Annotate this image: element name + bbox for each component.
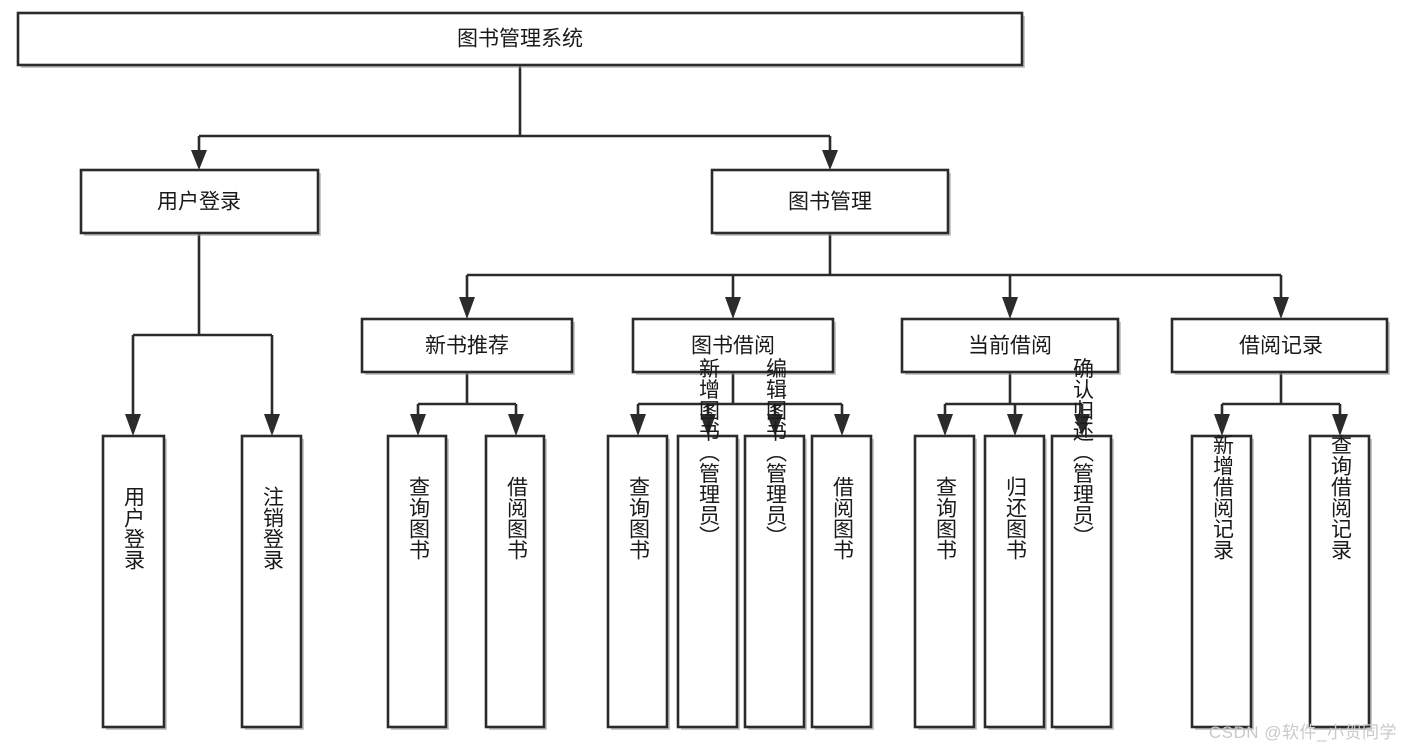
node-book-borrow-box[interactable] [631, 317, 835, 374]
node-leaf-return-book-label: 归还图书 [1004, 476, 1028, 560]
node-root-label: 图书管理系统 [457, 28, 583, 51]
node-leaf-query-book-2-label: 查询图书 [627, 476, 651, 560]
node-leaf-logout-login-label: 注销登录 [261, 486, 285, 570]
node-leaf-edit-book[interactable]: 编辑图书（管理员） [743, 358, 807, 731]
arrow-head-leaf-add-book [700, 414, 716, 436]
node-leaf-user-login[interactable]: 用户登录 [101, 434, 167, 730]
node-borrow-record-label: 借阅记录 [1239, 335, 1323, 358]
node-borrow-record-box[interactable] [1170, 317, 1389, 374]
node-borrow-record[interactable]: 借阅记录 [1170, 317, 1390, 375]
node-leaf-user-login-box[interactable] [101, 434, 166, 729]
node-book-manage[interactable]: 图书管理 [710, 168, 951, 236]
node-leaf-query-book-3[interactable]: 查询图书 [913, 434, 977, 730]
arrow-head-book-borrow [725, 297, 741, 319]
node-user-login-box[interactable] [79, 168, 320, 235]
node-new-book-recommend-box[interactable] [360, 317, 574, 374]
node-leaf-query-book-3-box[interactable] [913, 434, 976, 729]
node-leaf-query-record-box[interactable] [1308, 434, 1371, 729]
node-user-login-label: 用户登录 [157, 191, 241, 214]
arrow-head-leaf-user-login [125, 414, 141, 436]
node-current-borrow-box[interactable] [900, 317, 1120, 374]
node-book-borrow-label: 图书借阅 [691, 335, 775, 358]
node-leaf-query-book-1[interactable]: 查询图书 [386, 434, 449, 730]
node-leaf-logout-login-box[interactable] [240, 434, 303, 729]
node-leaf-add-record-label: 新增借阅记录 [1211, 434, 1235, 560]
node-leaf-borrow-book-1[interactable]: 借阅图书 [484, 434, 547, 730]
arrow-head-borrow-record [1273, 297, 1289, 319]
arrow-head-leaf-add-record [1214, 414, 1230, 436]
node-leaf-return-book-box[interactable] [983, 434, 1046, 729]
node-leaf-query-book-2-box[interactable] [606, 434, 669, 729]
node-leaf-add-book-box[interactable] [676, 434, 739, 729]
node-leaf-query-book-1-box[interactable] [386, 434, 448, 729]
arrow-head-leaf-query-book-2 [630, 414, 646, 436]
arrow-head-leaf-borrow-book-1 [508, 414, 524, 436]
node-leaf-borrow-book-1-label: 借阅图书 [505, 476, 529, 560]
node-leaf-confirm-return-box[interactable] [1050, 434, 1113, 729]
node-leaf-confirm-return[interactable]: 确认归还（管理员） [1050, 358, 1114, 731]
node-leaf-query-record-label: 查询借阅记录 [1329, 434, 1353, 560]
node-leaf-add-record-box[interactable] [1190, 434, 1253, 729]
node-leaf-add-record[interactable]: 新增借阅记录 [1190, 434, 1254, 730]
edges-layer [125, 65, 1348, 436]
node-leaf-borrow-book-2-box[interactable] [810, 434, 873, 729]
node-leaf-add-book[interactable]: 新增图书（管理员） [676, 358, 740, 731]
node-current-borrow[interactable]: 当前借阅 [900, 317, 1121, 375]
node-new-book-recommend[interactable]: 新书推荐 [360, 317, 575, 375]
arrow-head-book-manage [822, 150, 838, 170]
node-leaf-edit-book-label: 编辑图书（管理员） [764, 358, 788, 547]
node-user-login[interactable]: 用户登录 [79, 168, 321, 236]
node-book-manage-box[interactable] [710, 168, 950, 235]
node-root[interactable]: 图书管理系统 [16, 11, 1025, 68]
node-leaf-add-book-label: 新增图书（管理员） [697, 358, 721, 547]
node-root-box[interactable] [16, 11, 1024, 67]
node-current-borrow-label: 当前借阅 [968, 335, 1052, 358]
arrow-head-leaf-confirm-return [1074, 414, 1090, 436]
arrow-head-leaf-query-book-3 [937, 414, 953, 436]
node-leaf-query-book-3-label: 查询图书 [934, 476, 958, 560]
node-book-borrow[interactable]: 图书借阅 [631, 317, 836, 375]
node-leaf-confirm-return-label: 确认归还（管理员） [1071, 358, 1095, 547]
arrow-head-leaf-edit-book [767, 414, 783, 436]
node-new-book-recommend-label: 新书推荐 [425, 335, 509, 358]
node-leaf-return-book[interactable]: 归还图书 [983, 434, 1047, 730]
node-leaf-user-login-label: 用户登录 [122, 486, 146, 570]
arrow-head-current-borrow [1002, 297, 1018, 319]
arrow-head-user-login [191, 150, 207, 170]
arrow-head-new-book-recommend [459, 297, 475, 319]
node-leaf-borrow-book-2[interactable]: 借阅图书 [810, 434, 874, 730]
node-leaf-logout-login[interactable]: 注销登录 [240, 434, 304, 730]
arrow-head-leaf-query-record [1332, 414, 1348, 436]
arrow-head-leaf-return-book [1007, 414, 1023, 436]
node-book-manage-label: 图书管理 [788, 191, 872, 214]
node-leaf-query-book-2[interactable]: 查询图书 [606, 434, 670, 730]
node-leaf-edit-book-box[interactable] [743, 434, 806, 729]
arrow-head-leaf-borrow-book-2 [834, 414, 850, 436]
node-leaf-borrow-book-2-label: 借阅图书 [831, 476, 855, 560]
node-leaf-query-book-1-label: 查询图书 [407, 476, 431, 560]
arrow-head-leaf-query-book-1 [410, 414, 426, 436]
node-leaf-borrow-book-1-box[interactable] [484, 434, 546, 729]
node-leaf-query-record[interactable]: 查询借阅记录 [1308, 434, 1372, 730]
arrow-head-leaf-logout-login [264, 414, 280, 436]
